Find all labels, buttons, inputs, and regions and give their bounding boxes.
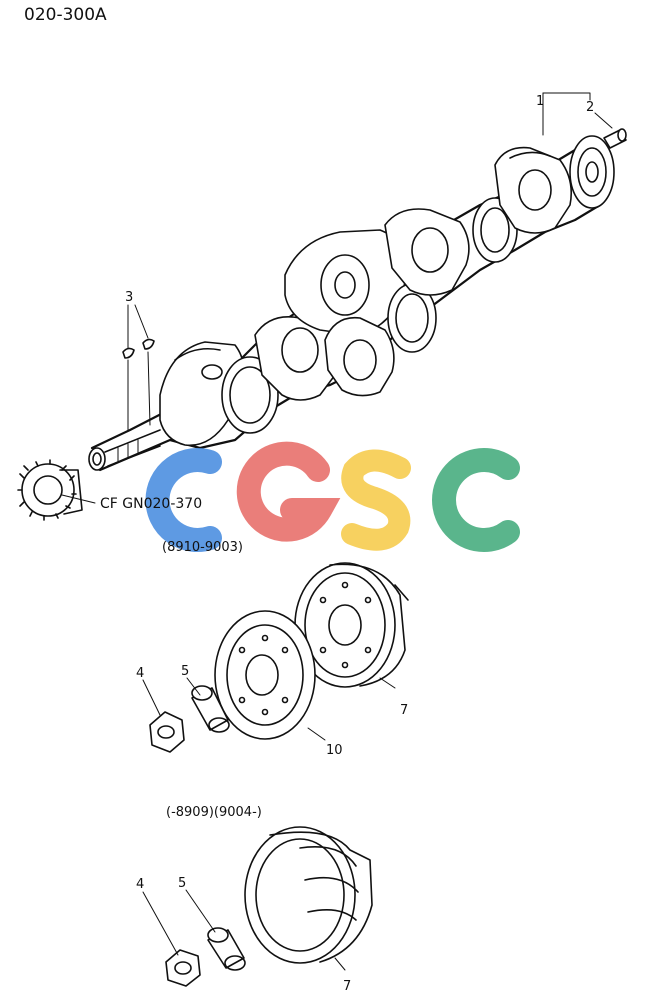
callout-5-lower: 5 (178, 876, 186, 891)
damper-pulley-lower (244, 826, 373, 964)
timing-gear (17, 459, 83, 521)
crank-web-3 (384, 208, 470, 296)
pulley-bolt-upper (149, 711, 185, 753)
serial-range-lower: (-8909)(9004-) (166, 805, 262, 820)
callout-7-upper: 7 (400, 703, 408, 718)
crank-pulley-10 (214, 610, 316, 740)
callout-10: 10 (326, 743, 343, 758)
rear-counterweight (494, 146, 573, 234)
watermark-letter-s (341, 449, 411, 551)
cross-reference-note: CF GN020-370 (100, 496, 202, 512)
rear-flange (569, 135, 615, 209)
spacer-upper (191, 685, 230, 733)
dowel-pin (603, 128, 627, 149)
callout-4-lower: 4 (136, 877, 144, 892)
watermark-letter-g (236, 441, 341, 542)
watermark-letter-c2 (432, 448, 520, 552)
crank-nose-end (88, 447, 106, 471)
watermark-letter-c1 (145, 448, 222, 552)
woodruff-keys (122, 338, 155, 359)
spacer-lower (207, 927, 246, 971)
callout-1: 1 (536, 94, 544, 109)
callout-3: 3 (125, 290, 133, 305)
diagram-code: 020-300A (24, 5, 107, 25)
serial-range-upper: (8910-9003) (162, 540, 243, 555)
callout-4-upper: 4 (136, 666, 144, 681)
upper-pulley-set (149, 562, 409, 753)
pulley-bolt-lower (165, 949, 201, 987)
leader-lines (61, 92, 613, 971)
damper-pulley-upper (294, 562, 409, 688)
watermark (145, 441, 520, 552)
callout-5-upper: 5 (181, 664, 189, 679)
lower-pulley-set (165, 826, 373, 987)
crankshaft (88, 135, 615, 472)
callout-7-lower: 7 (343, 979, 351, 994)
callout-2: 2 (586, 100, 594, 115)
